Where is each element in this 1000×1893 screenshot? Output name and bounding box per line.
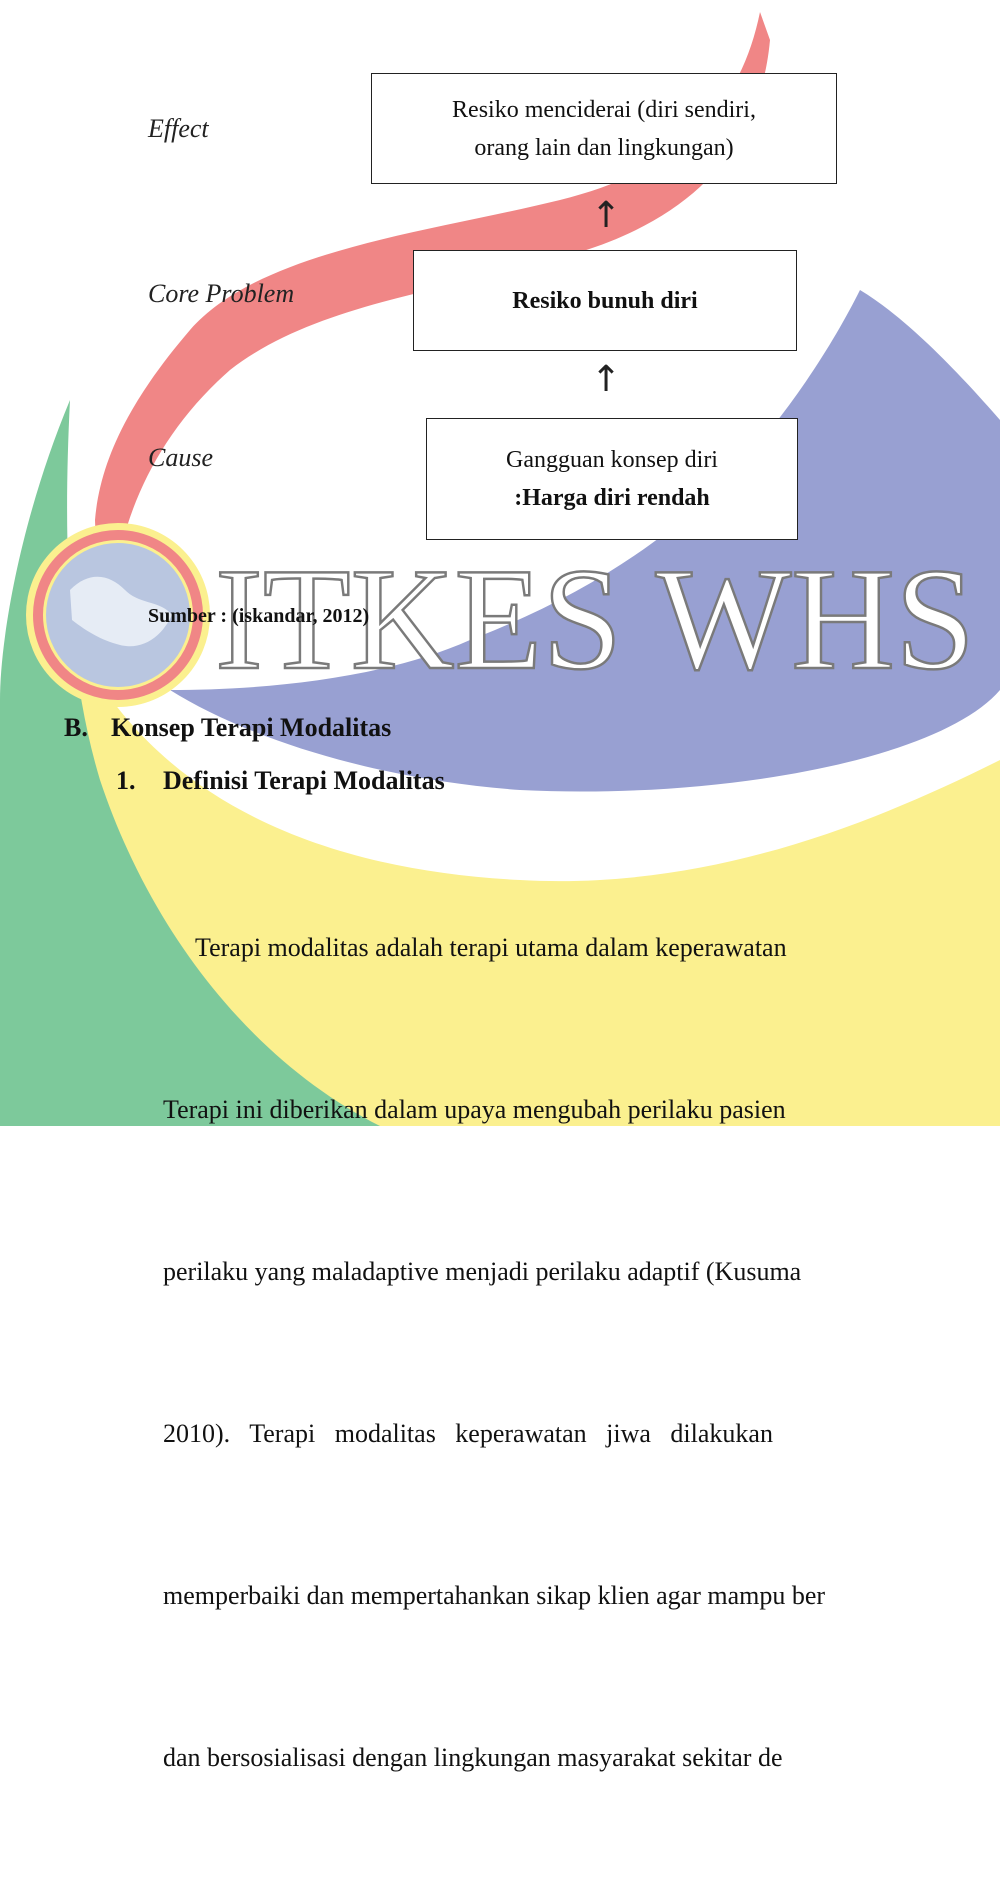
- globe-landmass: [70, 576, 172, 647]
- section-title: Konsep Terapi Modalitas: [111, 713, 392, 742]
- cause-label: Cause: [148, 443, 213, 472]
- watermark-logo: ITKES WHS: [0, 12, 1000, 1126]
- section-number: B.: [64, 713, 88, 742]
- figure-source: Sumber : (iskandar, 2012): [148, 605, 370, 627]
- core-problem-label: Core Problem: [148, 279, 295, 308]
- effect-text-line-2: orang lain dan lingkungan): [474, 134, 734, 161]
- watermark-blue-swoosh: [170, 290, 1000, 792]
- paragraph-line: perilaku yang maladaptive menjadi perila…: [163, 1257, 802, 1286]
- body-paragraph: Terapi modalitas adalah terapi utama dal…: [163, 813, 1000, 1893]
- cause-text-line-1: Gangguan konsep diri: [506, 447, 718, 473]
- cause-box: Gangguan konsep diri :Harga diri rendah: [426, 418, 798, 540]
- effect-box: Resiko menciderai (diri sendiri, orang l…: [371, 73, 837, 184]
- watermark-yellow-swoosh: [73, 650, 1000, 1126]
- watermark-red-swoosh: [95, 12, 770, 610]
- core-problem-box: Resiko bunuh diri: [413, 250, 797, 351]
- core-problem-text: Resiko bunuh diri: [512, 287, 698, 314]
- subsection-title: Definisi Terapi Modalitas: [163, 766, 445, 795]
- paragraph-line: Terapi modalitas adalah terapi utama dal…: [163, 933, 787, 962]
- globe-ring-red: [33, 530, 203, 700]
- watermark-text: ITKES WHS: [215, 538, 975, 700]
- arrow-up-icon: ↑: [591, 195, 622, 236]
- effect-label: Effect: [148, 114, 209, 143]
- paragraph-line: 2010). Terapi modalitas keperawatan jiwa…: [163, 1419, 773, 1448]
- paragraph-line: dan bersosialisasi dengan lingkungan mas…: [163, 1743, 783, 1772]
- subsection-number: 1.: [116, 766, 136, 795]
- document-page: Effect Resiko menciderai (diri sendiri, …: [64, 73, 837, 1772]
- paragraph-line: Terapi ini diberikan dalam upaya menguba…: [163, 1095, 786, 1124]
- watermark-green-swoosh: [0, 400, 380, 1126]
- cause-text-line-2: :Harga diri rendah: [514, 485, 710, 511]
- paragraph-line: memperbaiki dan mempertahankan sikap kli…: [163, 1581, 826, 1610]
- arrow-up-icon: ↑: [591, 359, 622, 400]
- effect-text-line-1: Resiko menciderai (diri sendiri,: [452, 96, 756, 123]
